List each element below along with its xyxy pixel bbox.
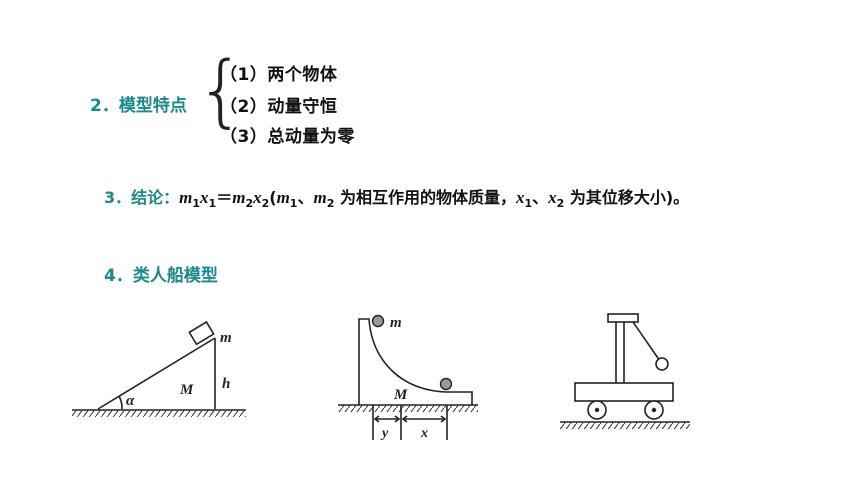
curly-brace: { <box>196 46 246 136</box>
feature-item-2: （2）动量守恒 <box>220 97 338 117</box>
fig1-M: M <box>179 382 194 398</box>
fig2-m: m <box>390 315 402 331</box>
cart-wheels <box>587 400 664 420</box>
conclusion-text: 为相互作用的物体质量， <box>339 188 516 207</box>
section4-title: 4．类人船模型 <box>104 266 218 286</box>
section2-title: 2．模型特点 <box>90 96 187 116</box>
figure-incline <box>72 320 246 417</box>
conclusion-label: 3．结论： <box>104 188 180 207</box>
fig2-bottom-ball <box>439 377 453 391</box>
fig2-y: y <box>380 426 389 441</box>
fig1-h: h <box>222 376 230 392</box>
fig1-m: m <box>220 330 232 346</box>
feature-item-1: （1）两个物体 <box>220 65 338 85</box>
conclusion-text2: 为其位移大小)。 <box>569 188 690 207</box>
fig1-alpha: α <box>126 393 135 409</box>
fig2-top-ball <box>371 314 385 328</box>
conclusion-line: 3．结论：m1x1＝m2x2(m1、m2 为相互作用的物体质量，x1、x2 为其… <box>104 188 690 211</box>
figure-pendulum-cart <box>560 313 690 429</box>
fig2-M: M <box>393 387 408 403</box>
fig2-x: x <box>420 426 428 441</box>
pendulum-bob <box>655 357 669 371</box>
feature-item-3: （3）总动量为零 <box>220 127 355 147</box>
figure-curved-track <box>338 318 478 440</box>
